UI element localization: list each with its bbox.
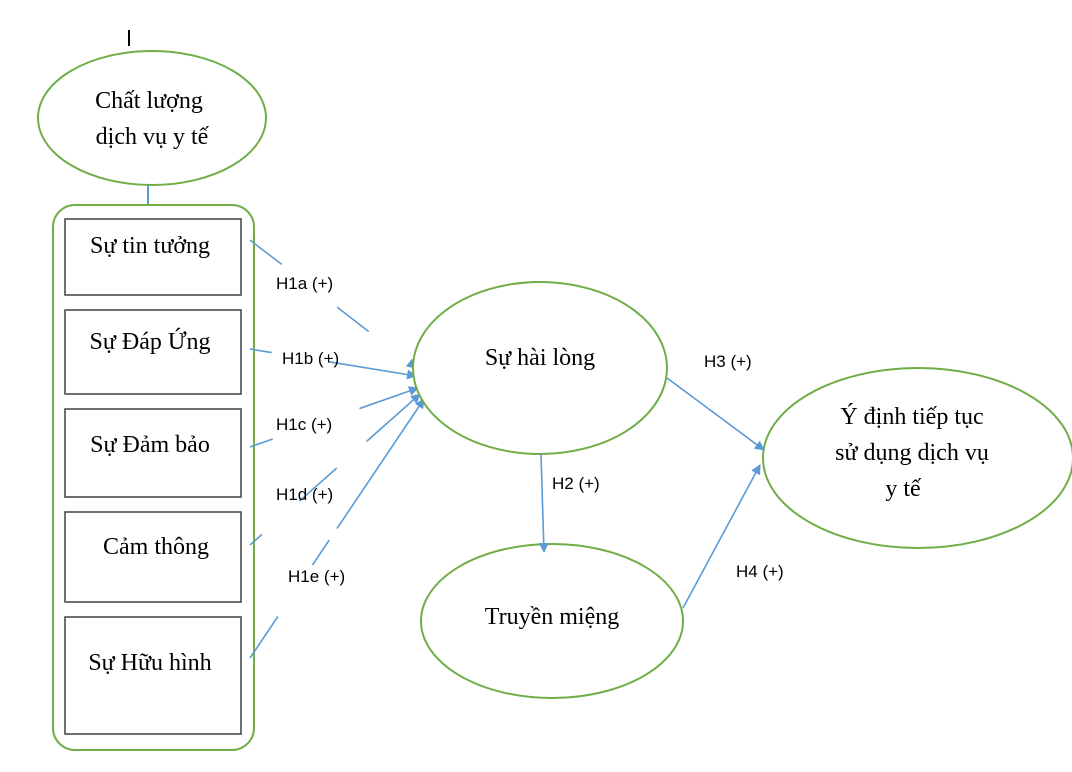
intention-label-line1: Ý định tiếp tục (840, 404, 983, 430)
hypothesis-label-h1a: H1a (+) (276, 274, 333, 293)
arrow-h1c (249, 386, 419, 448)
service-quality-label-line2: dịch vụ y tế (96, 124, 210, 150)
intention-ellipse (762, 367, 1072, 549)
svg-text:Chất lượng dịch vụ y tế: Chất lượng dịch vụ y tế (95, 88, 210, 150)
dimension-box-tangibles: Sự Hữu hình (64, 616, 242, 735)
dimension-label-responsiveness: Sự Đáp Ứng (90, 328, 211, 355)
dimension-label-trust: Sự tin tưởng (90, 233, 210, 259)
arrow-h1d (249, 393, 421, 546)
word-of-mouth-ellipse (420, 543, 684, 699)
dimension-box-responsiveness: Sự Đáp Ứng (64, 309, 242, 395)
dimension-box-assurance: Sự Đảm bảo (64, 408, 242, 498)
hypothesis-label-h3: H3 (+) (704, 352, 752, 371)
arrow-h2 (538, 453, 549, 553)
svg-text:Ý định tiếp tục sử dụng: Ý định tiếp tục sử dụng dịch vụ y tế (835, 404, 995, 502)
arrow-h1e (249, 398, 425, 659)
service-quality-label-line1: Chất lượng (95, 88, 203, 114)
word-of-mouth-label: Truyền miệng (485, 604, 619, 630)
dimension-label-tangibles: Sự Hữu hình (88, 650, 211, 676)
arrow-h1a (249, 239, 417, 369)
dimension-label-assurance: Sự Đảm bảo (90, 432, 210, 458)
dimension-label-empathy: Cảm thông (103, 534, 209, 560)
word-of-mouth-node: Truyền miệng (420, 543, 684, 699)
service-quality-node: Chất lượng dịch vụ y tế (37, 50, 267, 186)
hypothesis-label-h1e: H1e (+) (288, 567, 345, 586)
arrow-h4 (682, 464, 761, 609)
hypothesis-label-h1c: H1c (+) (276, 415, 332, 434)
satisfaction-ellipse (412, 281, 668, 455)
arrow-h1b (249, 348, 417, 380)
satisfaction-label: Sự hài lòng (485, 345, 595, 371)
arrow-h3 (666, 377, 765, 451)
intention-label-line3: y tế (885, 476, 922, 502)
hypothesis-label-h1b: H1b (+) (282, 349, 339, 368)
hypothesis-label-h2: H2 (+) (552, 474, 600, 493)
dimension-box-empathy: Cảm thông (64, 511, 242, 603)
intention-label-line2: sử dụng dịch vụ (835, 440, 989, 466)
dimension-box-trust: Sự tin tưởng (64, 218, 242, 296)
hypothesis-label-h4: H4 (+) (736, 562, 784, 581)
satisfaction-node: Sự hài lòng (412, 281, 668, 455)
intention-node: Ý định tiếp tục sử dụng dịch vụ y tế (762, 367, 1072, 549)
hypothesis-label-h1d: H1d (+) (276, 485, 333, 504)
service-quality-ellipse (37, 50, 267, 186)
